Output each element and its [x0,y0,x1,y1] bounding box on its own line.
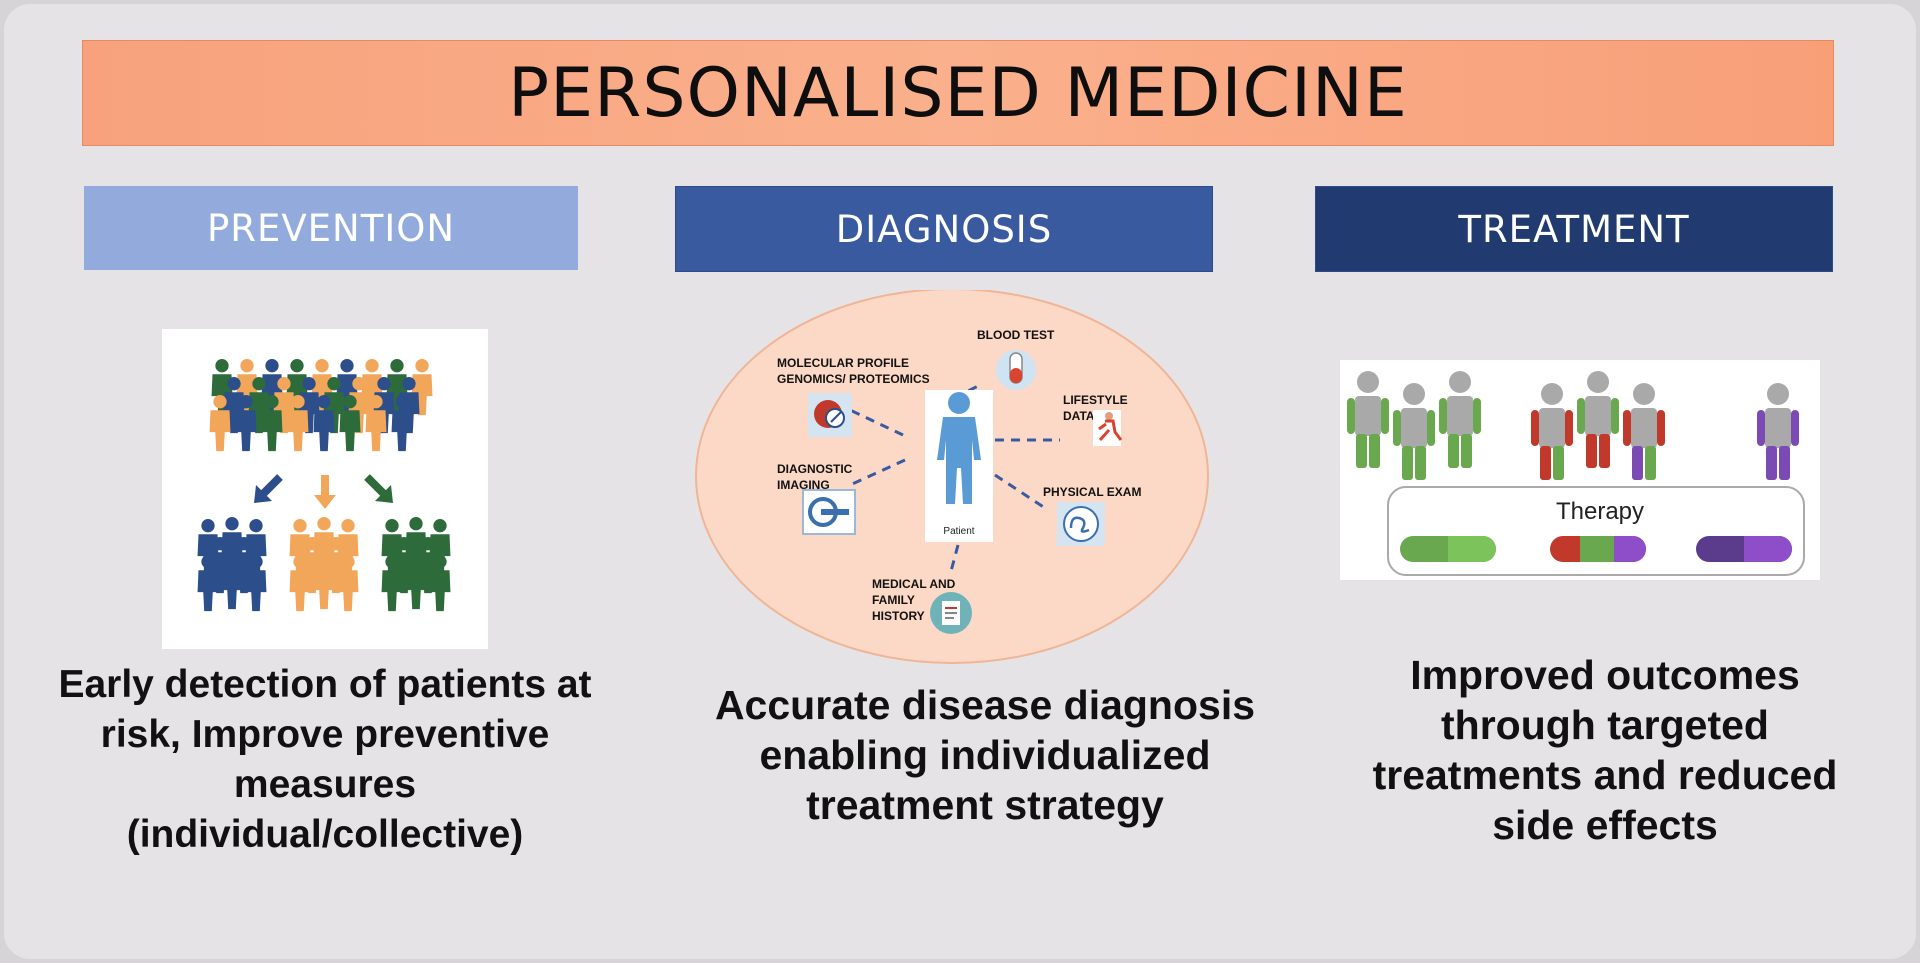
runner-icon [1093,410,1123,446]
treatment-description-line: Improved outcomes [1410,652,1800,698]
prevention-description-line: (individual/collective) [126,813,524,856]
molecular-label-line2: GENOMICS/ PROTEOMICS [777,372,930,386]
diagnosis-header: DIAGNOSIS [675,186,1213,272]
treatment-illustration: Therapy [1340,360,1820,580]
diagnosis-description-line: enabling individualized [759,732,1211,778]
prevention-description-line: measures [233,763,417,806]
prevention-illustration [162,329,488,649]
title-banner: PERSONALISED MEDICINE [82,40,1834,146]
lifestyle-label-line1: LIFESTYLE [1063,393,1128,407]
therapy-label: Therapy [1556,498,1644,525]
diagnosis-diagram: Patient BLOOD TEST MOLECULAR PROFILE GEN… [695,288,1215,670]
history-label-line2: FAMILY [872,593,915,607]
stethoscope-icon [1057,502,1105,546]
treatment-description: Improved outcomes through targeted treat… [1335,650,1875,850]
patient-figure-icon [1577,371,1619,468]
prevention-header-label: PREVENTION [206,206,456,250]
diagnosis-description-line: Accurate disease diagnosis [714,682,1256,728]
prevention-description-line: risk, Improve preventive [100,713,550,756]
patient-figure-icon [1531,383,1573,480]
pill-purple-icon [1696,536,1792,562]
arrow-left-icon [254,485,272,503]
molecular-icon [808,393,852,437]
pill-green-icon [1400,536,1496,562]
lifestyle-label-line2: DATA [1063,409,1095,423]
patient-figure-icon [1393,383,1435,480]
patient-label: Patient [943,526,974,537]
diagnosis-description: Accurate disease diagnosis enabling indi… [690,680,1280,830]
pill-mixed-icon [1550,536,1646,562]
patient-figure-icon [1623,383,1665,480]
imaging-label-line1: DIAGNOSTIC [777,462,853,476]
mixed-crowd [209,359,433,452]
split-arrows [254,474,393,509]
page-title: PERSONALISED MEDICINE [508,53,1408,133]
diagnosis-description-line: treatment strategy [806,782,1164,828]
scanner-icon [802,489,856,535]
diagnosis-header-label: DIAGNOSIS [835,207,1053,251]
molecular-label-line1: MOLECULAR PROFILE [777,356,909,370]
treatment-description-line: through targeted [1441,702,1769,748]
prevention-description: Early detection of patients at risk, Imp… [30,660,620,860]
patient-figure-icon [1439,371,1481,468]
population-stratification-graphic [197,359,451,612]
patient-groups [1347,371,1799,480]
clipboard-icon [930,592,972,634]
arrow-right-icon [375,485,393,503]
arrow-down-icon [314,495,336,509]
treatment-description-line: side effects [1492,802,1718,848]
test-tube-icon [996,350,1036,390]
treatment-header-label: TREATMENT [1458,207,1690,251]
treatment-header: TREATMENT [1315,186,1833,272]
patient-figure-icon [1347,371,1389,468]
physical-exam-label: PHYSICAL EXAM [1043,485,1141,499]
stratified-groups [197,517,451,612]
prevention-description-line: Early detection of patients at [58,663,592,706]
blood-test-label: BLOOD TEST [977,328,1055,342]
imaging-label-line2: IMAGING [777,478,830,492]
treatment-description-line: treatments and reduced [1372,752,1838,798]
prevention-header: PREVENTION [84,186,578,270]
history-label-line3: HISTORY [872,609,925,623]
patient-figure-icon [1757,383,1799,480]
history-label-line1: MEDICAL AND [872,577,956,591]
patient-figure-icon [937,392,981,504]
